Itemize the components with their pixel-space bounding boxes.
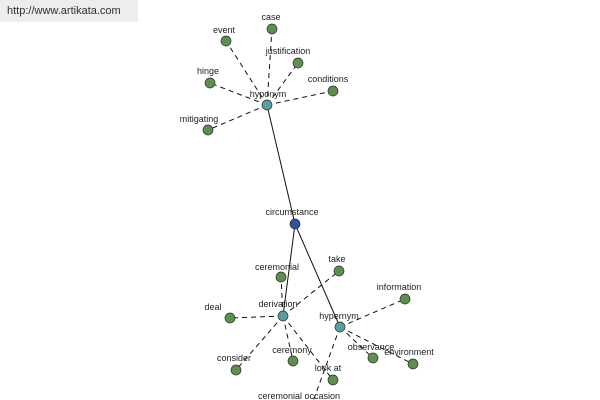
node-label-hypernym[interactable]: hypernym <box>319 311 359 321</box>
edge-derivation-ceremonial <box>280 276 284 317</box>
relation-node-derivation[interactable] <box>277 310 289 322</box>
leaf-node-information[interactable] <box>399 293 411 305</box>
node-label-derivation[interactable]: derivation <box>258 299 297 309</box>
node-label-information[interactable]: information <box>377 282 422 292</box>
node-label-ceremonial-occasion[interactable]: ceremonial occasion <box>258 391 340 400</box>
leaf-node-case[interactable] <box>266 23 278 35</box>
relation-node-hypernym[interactable] <box>334 321 346 333</box>
site-url-label[interactable]: http://www.artikata.com <box>0 0 138 22</box>
node-label-conditions[interactable]: conditions <box>308 74 349 84</box>
edge-hyponym-case <box>266 28 273 106</box>
node-label-environment[interactable]: environment <box>384 347 434 357</box>
edge-derivation-consider <box>235 315 284 371</box>
node-label-hyponym[interactable]: hyponym <box>250 89 287 99</box>
center-node-circumstance[interactable] <box>289 218 301 230</box>
leaf-node-mitigating[interactable] <box>202 124 214 136</box>
leaf-node-environment[interactable] <box>407 358 419 370</box>
node-label-event[interactable]: event <box>213 25 236 35</box>
edges-layer <box>207 28 414 400</box>
node-label-case[interactable]: case <box>261 12 280 22</box>
edge-circumstance-derivation <box>282 223 296 317</box>
edge-circumstance-hypernym <box>294 223 341 328</box>
leaf-node-ceremonial[interactable] <box>275 271 287 283</box>
nodes-layer <box>202 23 419 386</box>
node-label-deal[interactable]: deal <box>204 302 221 312</box>
leaf-node-observance[interactable] <box>367 352 379 364</box>
relation-node-hyponym[interactable] <box>261 99 273 111</box>
edge-hyponym-conditions <box>266 90 334 106</box>
edge-derivation-ceremony <box>282 315 294 362</box>
node-label-look-at[interactable]: look at <box>315 363 342 373</box>
edge-hyponym-mitigating <box>207 104 268 131</box>
node-label-ceremony[interactable]: ceremony <box>272 345 312 355</box>
edge-hyponym-hinge <box>209 82 268 106</box>
leaf-node-take[interactable] <box>333 265 345 277</box>
node-label-consider[interactable]: consider <box>217 353 251 363</box>
edge-hypernym-observance <box>339 326 374 359</box>
node-label-justification[interactable]: justification <box>265 46 311 56</box>
node-label-mitigating[interactable]: mitigating <box>180 114 219 124</box>
node-label-ceremonial[interactable]: ceremonial <box>255 262 299 272</box>
edge-hypernym-environment <box>339 326 414 365</box>
labels-layer: case event justification hinge conditions mit… <box>180 12 435 400</box>
leaf-node-deal[interactable] <box>224 312 236 324</box>
edge-hypernym-information <box>339 298 406 328</box>
node-label-observance[interactable]: observance <box>348 342 395 352</box>
leaf-node-event[interactable] <box>220 35 232 47</box>
leaf-node-ceremony[interactable] <box>287 355 299 367</box>
leaf-node-look-at[interactable] <box>327 374 339 386</box>
edge-hyponym-event <box>225 40 268 106</box>
node-label-take[interactable]: take <box>328 254 345 264</box>
node-label-hinge[interactable]: hinge <box>197 66 219 76</box>
edge-derivation-deal <box>229 315 284 319</box>
leaf-node-conditions[interactable] <box>327 85 339 97</box>
leaf-node-hinge[interactable] <box>204 77 216 89</box>
leaf-node-justification[interactable] <box>292 57 304 69</box>
leaf-node-consider[interactable] <box>230 364 242 376</box>
edge-derivation-take <box>282 270 340 317</box>
edge-circumstance-hyponym <box>266 104 296 225</box>
node-label-circumstance[interactable]: circumstance <box>265 207 318 217</box>
